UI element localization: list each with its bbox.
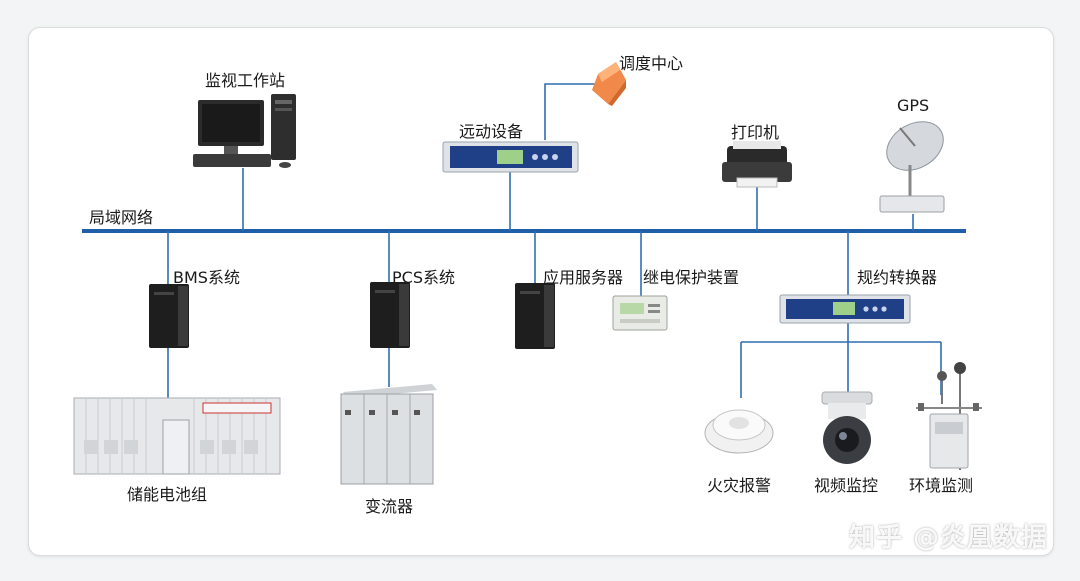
env-monitor-icon <box>916 362 982 470</box>
telecontrol-device-icon <box>442 141 579 173</box>
pcs-server-icon <box>370 282 410 348</box>
label-monitor-workstation: 监视工作站 <box>205 71 286 90</box>
watermark: 知乎 @炎凰数据 <box>848 523 1048 553</box>
label-fire-alarm: 火灾报警 <box>707 476 772 495</box>
video-camera-icon <box>821 391 873 464</box>
dispatch-center-icon <box>592 62 626 106</box>
fire-alarm-icon <box>704 409 774 454</box>
label-dispatch-center: 调度中心 <box>619 54 684 73</box>
label-pcs: PCS系统 <box>392 268 455 287</box>
app-server-icon <box>515 283 555 349</box>
label-battery: 储能电池组 <box>127 485 208 504</box>
label-app-server: 应用服务器 <box>543 268 624 287</box>
converter-cabinet-icon <box>340 384 437 485</box>
workstation-icon <box>193 94 296 168</box>
label-converter: 变流器 <box>365 497 414 516</box>
label-printer: 打印机 <box>731 123 780 142</box>
label-lan: 局域网络 <box>89 208 154 227</box>
battery-container-icon <box>73 397 281 475</box>
label-protocol-converter: 规约转换器 <box>857 268 938 287</box>
bms-server-icon <box>149 284 189 348</box>
label-gps: GPS <box>897 96 930 115</box>
label-relay-protection: 继电保护装置 <box>643 268 740 287</box>
gps-dish-icon <box>879 121 945 213</box>
label-env-monitor: 环境监测 <box>909 476 974 495</box>
relay-protection-icon <box>612 295 668 331</box>
label-video-monitor: 视频监控 <box>814 476 879 495</box>
connectors <box>167 83 942 398</box>
protocol-converter-icon <box>779 294 911 324</box>
label-telecontrol-device: 远动设备 <box>459 122 524 141</box>
printer-icon <box>722 141 792 188</box>
label-bms: BMS系统 <box>173 268 240 287</box>
